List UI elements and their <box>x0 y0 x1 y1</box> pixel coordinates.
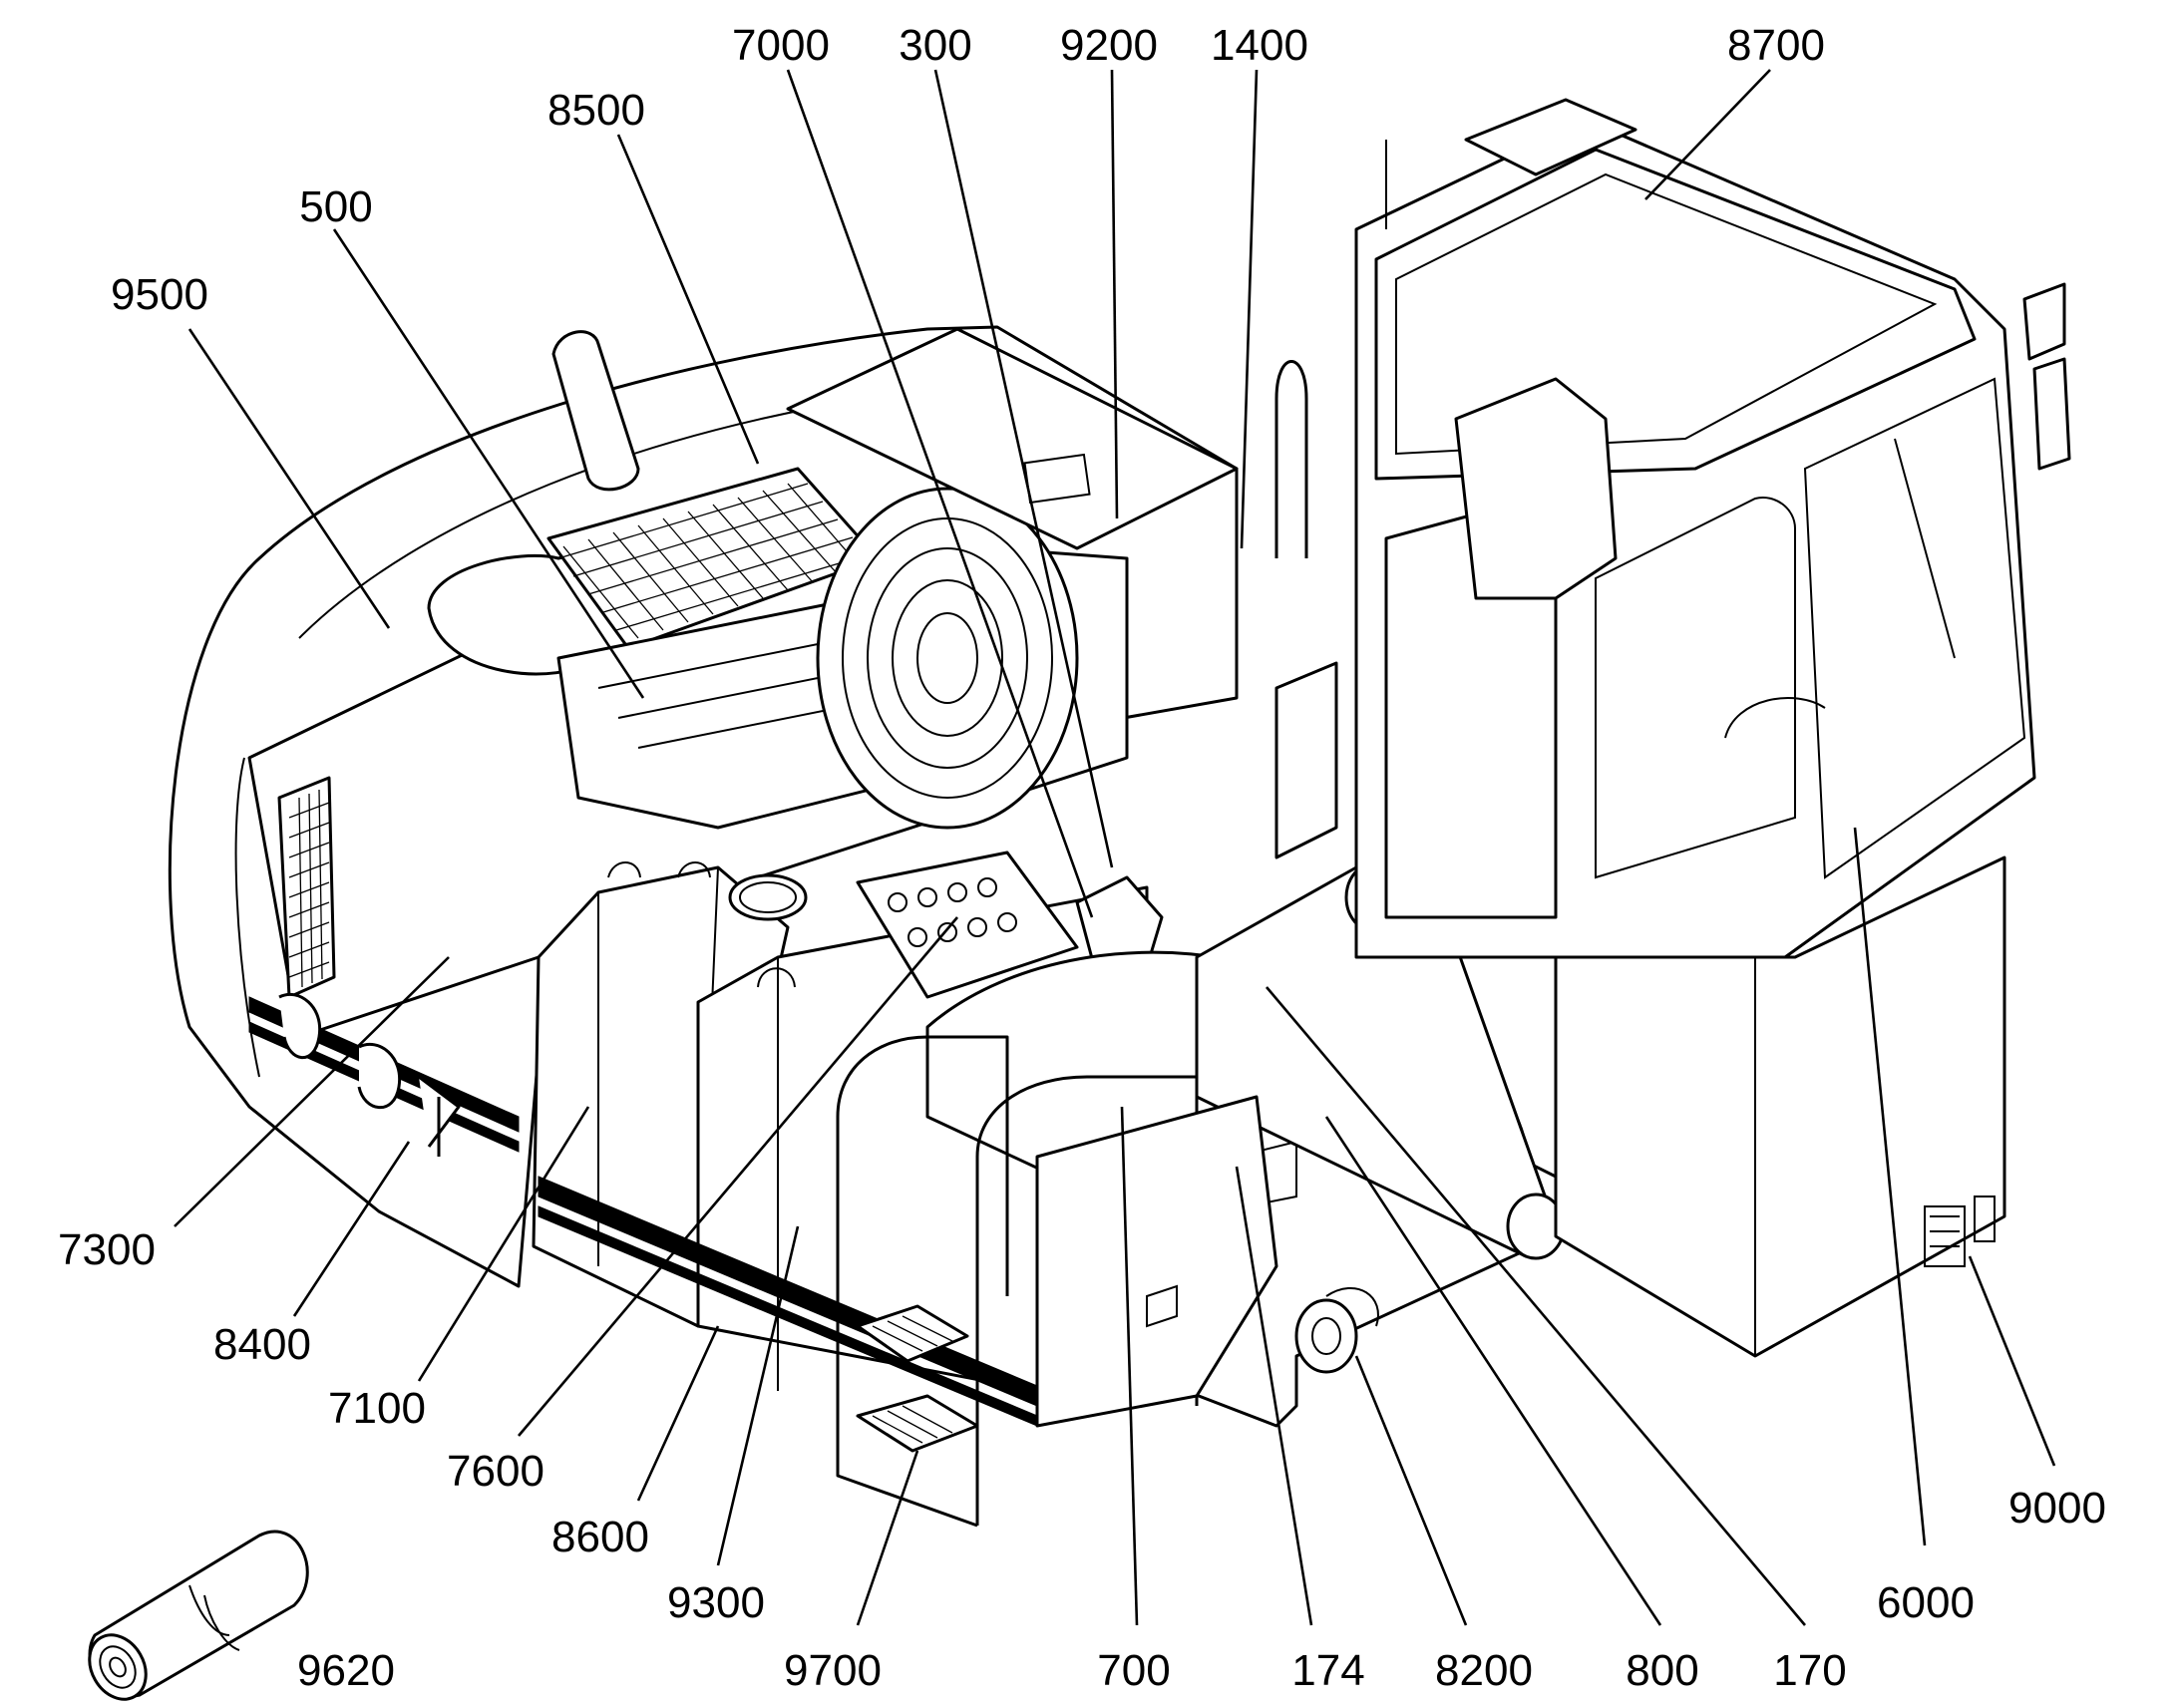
callout-7600: 7600 <box>447 1447 545 1496</box>
callout-9300: 9300 <box>667 1578 765 1627</box>
leader-9700 <box>856 1450 919 1626</box>
cab-riser <box>1554 855 2006 1358</box>
front-step-box <box>1035 1095 1278 1428</box>
cab-base-box <box>1274 661 1338 859</box>
leader-8600 <box>636 1325 720 1502</box>
leader-7100 <box>417 1106 590 1382</box>
side-grille <box>277 776 336 999</box>
callout-500: 500 <box>299 182 372 231</box>
leader-9000 <box>1968 1255 2056 1467</box>
side-mirror <box>2022 282 2066 361</box>
callout-8500: 8500 <box>547 86 645 135</box>
callout-170: 170 <box>1773 1646 1846 1695</box>
leader-174 <box>1235 1166 1313 1626</box>
leader-7600 <box>518 916 958 1437</box>
callout-7300: 7300 <box>58 1225 156 1274</box>
cooling-fan <box>816 487 1079 830</box>
callout-9000: 9000 <box>2008 1484 2106 1533</box>
callout-1400: 1400 <box>1211 21 1308 70</box>
leader-8500 <box>616 134 760 465</box>
riser-vents <box>1924 1196 1996 1267</box>
callout-8600: 8600 <box>551 1513 649 1561</box>
callout-9620: 9620 <box>297 1646 395 1695</box>
control-valve <box>856 851 1079 999</box>
leader-170 <box>1266 986 1806 1626</box>
callout-300: 300 <box>899 21 971 70</box>
leader-8400 <box>292 1141 411 1317</box>
callout-9200: 9200 <box>1060 21 1158 70</box>
callout-700: 700 <box>1097 1646 1170 1695</box>
callout-labels: 7000 300 9200 1400 8700 8500 500 9500 73… <box>58 21 2106 1695</box>
excavator-upperstructure-drawing <box>88 98 2071 1701</box>
callout-174: 174 <box>1291 1646 1364 1695</box>
leader-7000 <box>786 69 1094 918</box>
heat-shield <box>546 467 880 650</box>
handrails <box>836 360 1308 1528</box>
callout-8400: 8400 <box>213 1320 311 1369</box>
wiper-arm <box>1894 438 1956 659</box>
leader-800 <box>1324 1116 1662 1626</box>
leader-9500 <box>187 328 391 629</box>
leader-6000 <box>1853 827 1927 1546</box>
callout-7100: 7100 <box>328 1384 426 1433</box>
callout-8200: 8200 <box>1435 1646 1533 1695</box>
leader-700 <box>1120 1106 1139 1626</box>
leader-9300 <box>716 1225 800 1566</box>
leader-300 <box>933 69 1114 868</box>
callout-9500: 9500 <box>111 270 208 319</box>
leader-1400 <box>1240 69 1259 549</box>
model-decal <box>248 992 520 1157</box>
leader-8200 <box>1354 1355 1468 1626</box>
leader-9200 <box>1110 69 1119 519</box>
callout-800: 800 <box>1626 1646 1698 1695</box>
exhaust-pipe <box>551 330 640 492</box>
callout-9700: 9700 <box>784 1646 882 1695</box>
operator-seat <box>1454 377 1618 600</box>
operator-cab <box>1354 98 2071 959</box>
leader-7300 <box>174 956 450 1227</box>
access-steps <box>856 1304 979 1453</box>
callout-6000: 6000 <box>1877 1578 1975 1627</box>
leader-8700 <box>1644 69 1771 200</box>
tool-roll <box>88 1530 309 1701</box>
leader-lines <box>174 69 2056 1626</box>
callout-8700: 8700 <box>1727 21 1825 70</box>
callout-7000: 7000 <box>732 21 830 70</box>
leader-500 <box>332 228 645 699</box>
